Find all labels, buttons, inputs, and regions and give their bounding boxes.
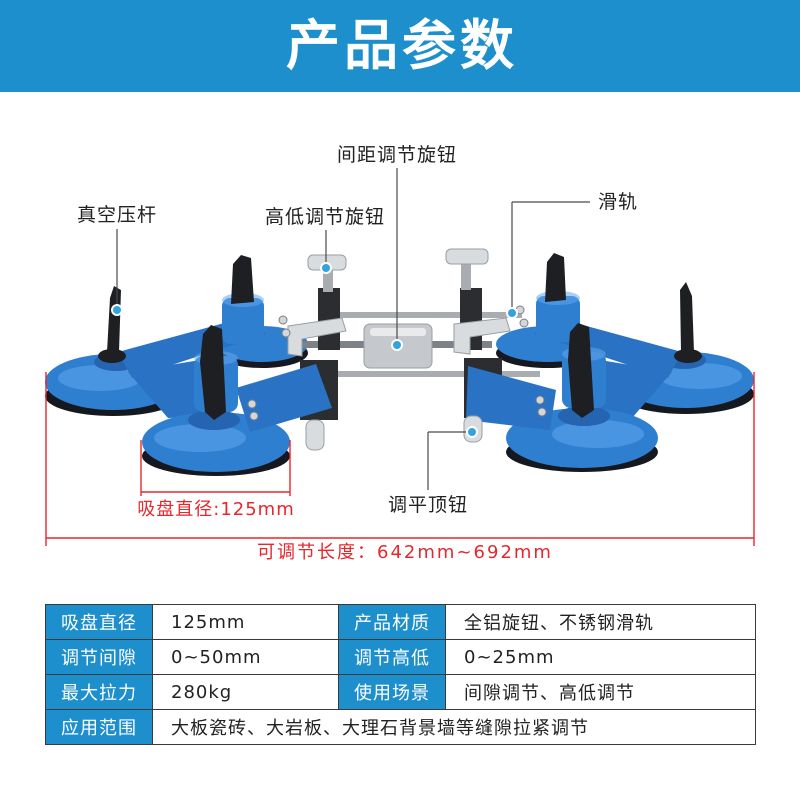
header-banner: 产品参数	[0, 0, 800, 92]
callout-slide-rail	[506, 201, 590, 319]
left-back-handle	[231, 255, 254, 304]
spec-key-application: 应用范围	[45, 709, 153, 745]
right-front-plate	[466, 366, 556, 430]
spec-table: 吸盘直径 125mm 产品材质 全铝旋钮、不锈钢滑轨 调节间隙 0~50mm 调…	[45, 604, 756, 745]
spec-value: 0~50mm	[152, 639, 339, 675]
left-bracket-plate	[287, 317, 347, 357]
spec-value: 全铝旋钮、不锈钢滑轨	[445, 604, 756, 640]
label-leveling-knob: 调平顶钮	[387, 494, 469, 516]
right-back-handle	[545, 253, 566, 302]
dimension-adjustable-length	[45, 372, 755, 546]
right-vacuum-lever	[674, 282, 702, 363]
spec-value: 125mm	[152, 604, 339, 640]
spec-key: 最大拉力	[45, 674, 153, 710]
dimension-cup-diameter	[140, 440, 291, 496]
page-title: 产品参数	[286, 14, 518, 77]
right-bracket-plate	[453, 317, 511, 355]
spec-key: 调节间隙	[45, 639, 153, 675]
spec-value: 间隙调节、高低调节	[445, 674, 756, 710]
label-height-knob: 高低调节旋钮	[264, 206, 386, 228]
label-vacuum-lever: 真空压杆	[76, 204, 158, 226]
label-spacing-knob: 间距调节旋钮	[336, 144, 458, 166]
slide-rail-top	[318, 312, 522, 318]
table-row-application: 应用范围 大板瓷砖、大岩板、大理石背景墙等缝隙拉紧调节	[45, 709, 756, 745]
right-height-adjustment-knob	[445, 248, 489, 290]
table-row: 吸盘直径 125mm 产品材质 全铝旋钮、不锈钢滑轨	[45, 604, 756, 640]
label-adjustable-length: 可调节长度：642mm~692mm	[257, 542, 553, 563]
left-leveling-knob	[305, 419, 325, 451]
callout-vacuum-lever	[111, 229, 123, 316]
right-front-handle	[568, 323, 594, 418]
spec-value: 0~25mm	[445, 639, 756, 675]
label-slide-rail: 滑轨	[598, 191, 639, 213]
left-vacuum-lever	[98, 286, 126, 363]
table-row: 调节间隙 0~50mm 调节高低 0~25mm	[45, 639, 756, 675]
left-front-handle	[200, 325, 226, 420]
slide-rail-bottom	[300, 371, 540, 377]
spec-key: 吸盘直径	[45, 604, 153, 640]
spec-key: 使用场景	[338, 674, 446, 710]
spec-key: 产品材质	[338, 604, 446, 640]
left-front-plate	[236, 364, 332, 432]
callout-spacing-knob	[391, 168, 403, 351]
spec-value: 280kg	[152, 674, 339, 710]
callout-leveling-knob	[427, 426, 478, 490]
label-cup-diameter: 吸盘直径:125mm	[137, 499, 295, 520]
callout-height-knob	[320, 230, 332, 274]
spec-value-application: 大板瓷砖、大岩板、大理石背景墙等缝隙拉紧调节	[152, 709, 756, 745]
table-row: 最大拉力 280kg 使用场景 间隙调节、高低调节	[45, 674, 756, 710]
bolts	[247, 305, 547, 421]
spec-key: 调节高低	[338, 639, 446, 675]
